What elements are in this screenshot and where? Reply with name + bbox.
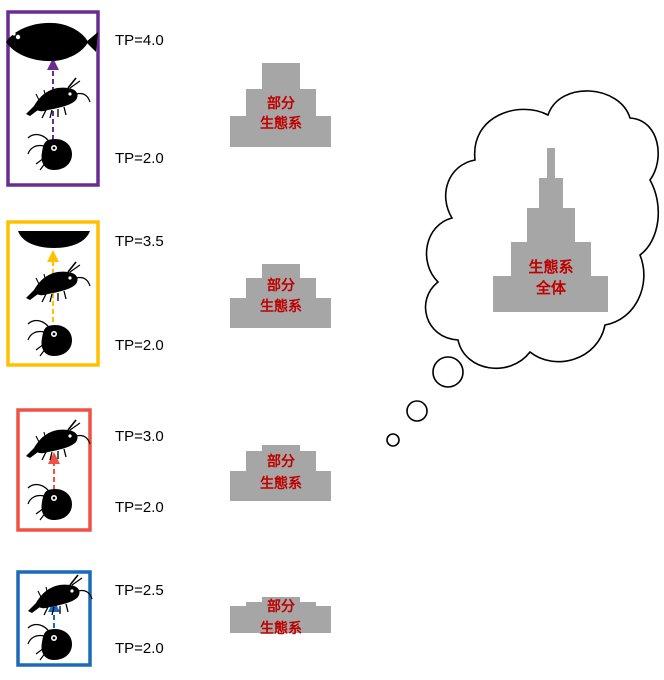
thought-eco-line2: 全体 (535, 279, 567, 297)
panel-2-frame (6, 220, 100, 367)
panel-1-frame (6, 10, 100, 187)
shrimp-icon (27, 574, 93, 616)
pyramid-tier (262, 445, 300, 451)
pyramid-tier (493, 276, 608, 312)
thought-bubble-large (432, 356, 464, 388)
fish-silhouette-icon (18, 231, 90, 248)
panel-3: TP=3.0 TP=2.0 部分 生態系 (16, 408, 331, 532)
panel-4-bottom-tp: TP=2.0 (115, 640, 164, 657)
panel-2-eco-line2: 生態系 (260, 298, 302, 315)
panel-3-frame (16, 408, 92, 532)
pyramid-tier (246, 602, 316, 606)
pyramid-tier (246, 451, 316, 471)
pyramid-tier (511, 242, 591, 276)
pyramid-tier (230, 606, 331, 633)
thought-eco-line1: 生態系 (528, 258, 573, 276)
shrimp-icon (25, 77, 91, 119)
panel-4-eco-line2: 生態系 (260, 620, 302, 637)
pyramid-tier (262, 264, 300, 278)
panel-2-eco-line1: 部分 (267, 277, 295, 294)
copepod-icon (27, 483, 73, 521)
shrimp-icon (25, 261, 91, 303)
panel-4: TP=2.5 TP=2.0 部分 生態系 (16, 570, 331, 667)
panel-2: TP=3.5 TP=2.0 部分 生態系 (6, 220, 331, 367)
thought-bubble-medium (406, 400, 428, 422)
panel-4-frame (16, 570, 92, 667)
pyramid-tier (547, 148, 555, 178)
panel-4-pyramid (230, 597, 331, 633)
panel-2-pyramid (230, 264, 331, 328)
pyramid-tier (262, 597, 300, 602)
shrimp-icon (25, 419, 91, 461)
panel-1-pyramid (230, 63, 331, 147)
thought-cloud: 生態系 全体 (386, 90, 660, 447)
panel-1-bottom-tp: TP=2.0 (115, 150, 164, 167)
pyramid-tier (230, 298, 331, 328)
panel-4-eco-line1: 部分 (267, 598, 295, 615)
thought-bubble-small (386, 433, 400, 447)
copepod-icon (27, 623, 73, 661)
pyramid-tier (230, 116, 331, 147)
panel-3-bottom-tp: TP=2.0 (115, 499, 164, 516)
panel-4-top-tp: TP=2.5 (115, 582, 164, 599)
flatfish-icon (6, 22, 98, 62)
panel-3-pyramid (230, 445, 331, 501)
pyramid-tier (539, 178, 563, 208)
copepod-icon (27, 133, 73, 171)
panel-3-top-tp: TP=3.0 (115, 428, 164, 445)
panel-1: TP=4.0 TP=2.0 部分 生態系 (6, 10, 331, 187)
panel-1-top-tp: TP=4.0 (115, 32, 164, 49)
panel-3-eco-line2: 生態系 (260, 475, 302, 492)
pyramid-tier (262, 63, 300, 89)
pyramid-tier (246, 89, 316, 116)
panel-1-eco-line1: 部分 (267, 95, 295, 112)
pyramid-tier (230, 471, 331, 501)
panel-1-eco-line2: 生態系 (260, 115, 302, 132)
panel-2-top-tp: TP=3.5 (115, 233, 164, 250)
panel-3-eco-line1: 部分 (267, 453, 295, 470)
full-ecosystem-pyramid (493, 148, 608, 312)
copepod-icon (27, 319, 73, 357)
pyramid-tier (527, 208, 575, 242)
pyramid-tier (246, 278, 316, 298)
panel-2-bottom-tp: TP=2.0 (115, 337, 164, 354)
